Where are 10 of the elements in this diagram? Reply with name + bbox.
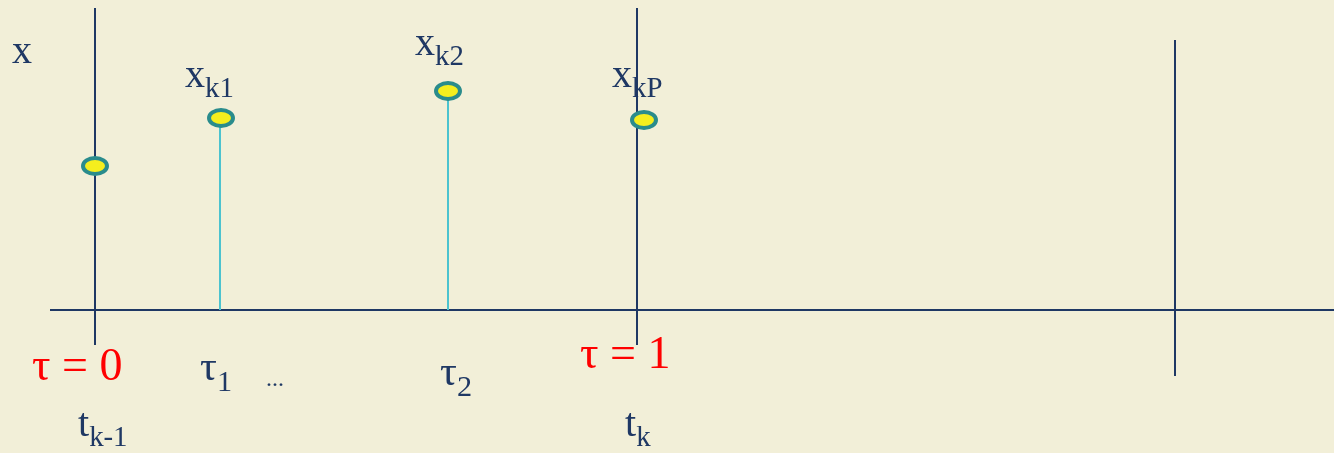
tick-label: τ = 0 (32, 342, 123, 388)
tick-label: τ$_{2}$ (440, 350, 472, 401)
point-label: x$_{k1}$ (185, 54, 234, 102)
axis-label: x (12, 30, 32, 70)
time-label: t$_{k}$ (625, 403, 651, 451)
point-label: x$_{k2}$ (415, 22, 464, 70)
time-label: t$_{k-1}$ (78, 403, 128, 451)
tick-label: τ$_{1}$ (200, 345, 232, 396)
tick-label: τ = 1 (580, 330, 671, 376)
ellipsis-text: ... (266, 366, 284, 390)
